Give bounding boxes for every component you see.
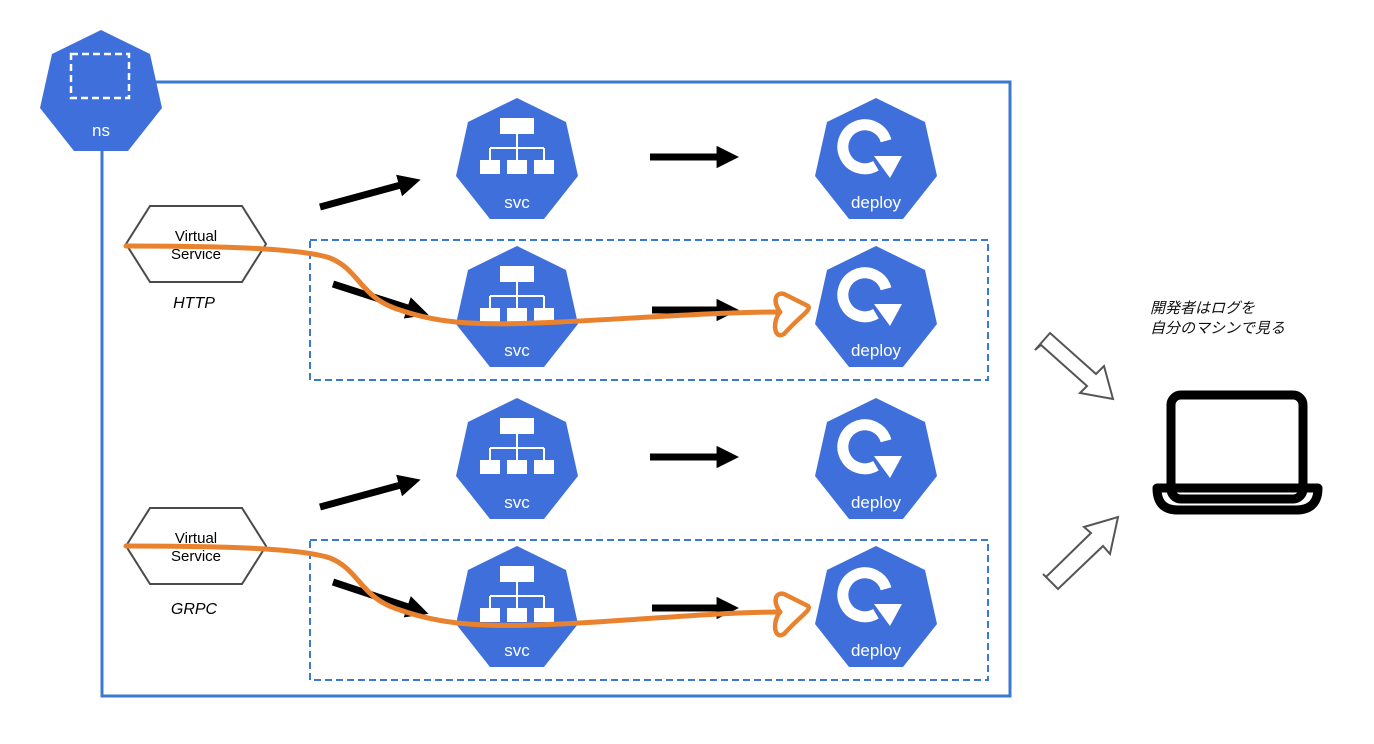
arrow-to-svc xyxy=(319,474,421,511)
deploy-icon: deploy xyxy=(815,246,937,367)
svc-icon: svc xyxy=(456,98,578,219)
vs-label-line1: Virtual xyxy=(175,530,217,547)
hollow-arrow-down-right xyxy=(1034,331,1115,401)
traffic-flow-grpc xyxy=(123,543,783,628)
vs-label-line2: Service xyxy=(171,548,221,565)
highlight-box-grpc xyxy=(309,539,989,681)
traffic-flow-grpc-arrowhead xyxy=(772,591,812,638)
svc-icon: svc xyxy=(456,246,578,367)
arrow-to-svc xyxy=(319,174,421,211)
laptop-icon xyxy=(1152,390,1323,515)
highlight-box-http xyxy=(309,239,989,381)
traffic-flow-http xyxy=(123,243,783,327)
developer-note-line2: 自分のマシンで見る xyxy=(1150,319,1286,337)
deploy-label: deploy xyxy=(851,341,902,360)
namespace-label: ns xyxy=(92,121,110,140)
traffic-flow-http-arrowhead xyxy=(772,291,812,338)
svc-label: svc xyxy=(504,493,530,512)
protocol-label: GRPC xyxy=(171,601,218,618)
svc-label: svc xyxy=(504,641,530,660)
protocol-label: HTTP xyxy=(173,295,215,312)
developer-note-line1: 開発者はログを xyxy=(1150,299,1256,317)
vs-label-line2: Service xyxy=(171,246,221,263)
svc-icon: svc xyxy=(456,546,578,667)
developer-note: 開発者はログを 自分のマシンで見る xyxy=(1150,298,1285,338)
svc-label: svc xyxy=(504,341,530,360)
namespace-boundary xyxy=(100,80,1012,698)
namespace-icon: ns xyxy=(40,30,162,151)
hollow-arrow-up-right xyxy=(1042,515,1120,591)
deploy-label: deploy xyxy=(851,641,902,660)
vs-label-line1: Virtual xyxy=(175,228,217,245)
deploy-label: deploy xyxy=(851,493,902,512)
virtual-service-grpc: Virtual Service GRPC xyxy=(124,507,268,618)
deploy-icon: deploy xyxy=(815,98,937,219)
deploy-icon: deploy xyxy=(815,546,937,667)
svc-label: svc xyxy=(504,193,530,212)
deploy-icon: deploy xyxy=(815,398,937,519)
svc-icon: svc xyxy=(456,398,578,519)
virtual-service-http: Virtual Service HTTP xyxy=(124,205,268,312)
deploy-label: deploy xyxy=(851,193,902,212)
